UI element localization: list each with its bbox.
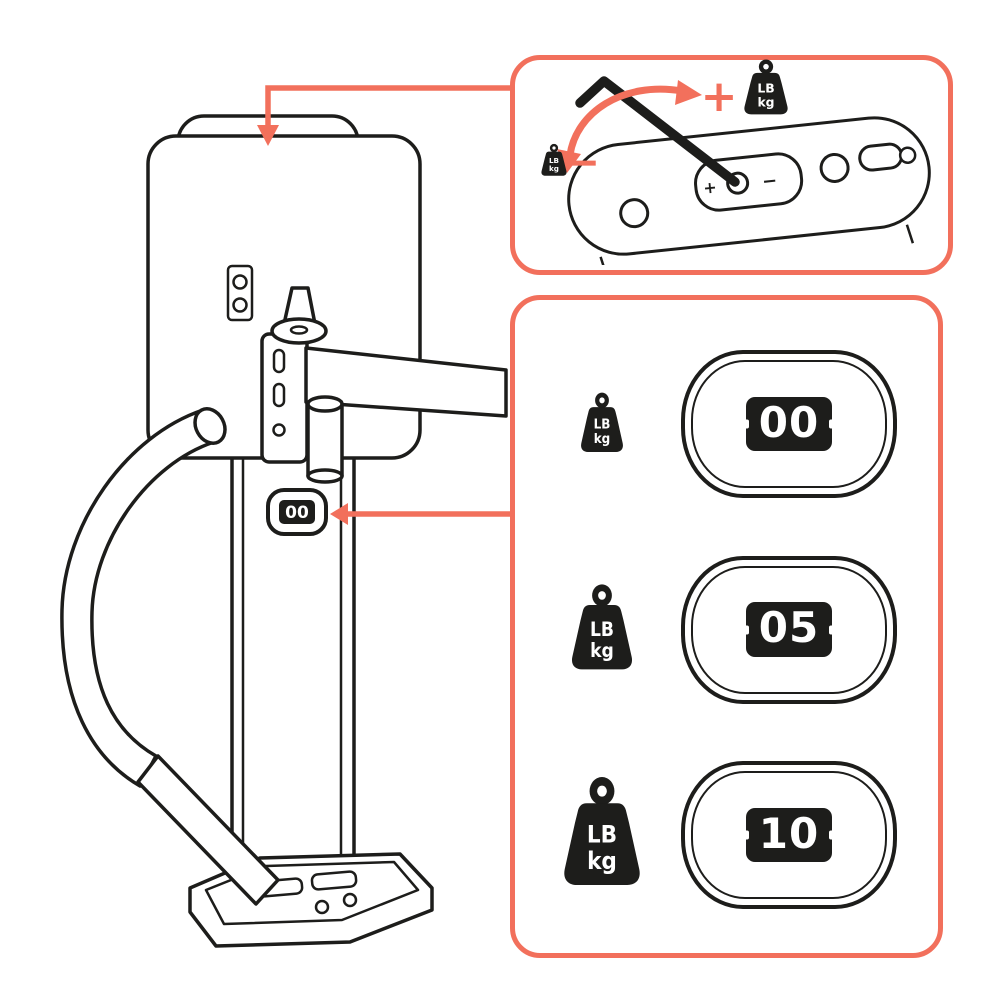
gauge-display: 00 — [681, 350, 897, 498]
gauge-display: 10 — [681, 761, 897, 909]
gauge-row-high: LB kg 10 — [523, 761, 934, 909]
weight-icon-large: LB kg — [564, 777, 640, 886]
vent-detail — [226, 264, 254, 322]
plate-slot — [858, 142, 904, 172]
plate-hole — [898, 146, 917, 164]
device-illustration: 00 — [60, 114, 508, 948]
hex-key-icon — [575, 76, 740, 187]
weight-kg-label: kg — [757, 94, 774, 109]
gauge-inner-ring — [691, 771, 887, 899]
weight-icon-small: LB kg — [541, 143, 567, 176]
gauge-inner-ring — [691, 565, 887, 694]
weight-indicator-value: 00 — [285, 503, 309, 523]
weight-lb-label: LB — [549, 156, 559, 165]
gauge-value: 05 — [758, 603, 820, 653]
arm-pivot — [270, 286, 328, 345]
gauge-display: 05 — [681, 555, 897, 704]
weight-icon-cell: LB kg — [523, 391, 681, 458]
weight-icon-medium: LB kg — [571, 583, 633, 669]
gauge-value-badge: 00 — [746, 396, 832, 452]
rotation-arrowhead-decrease — [557, 149, 581, 173]
gauge-inner-ring — [691, 360, 887, 488]
weight-icon-cell: LB kg — [523, 774, 681, 896]
weight-lb-label: LB — [590, 618, 614, 640]
rotation-arrowhead-increase — [675, 80, 702, 105]
weight-lb-label: LB — [757, 81, 774, 96]
weight-kg-label: kg — [590, 640, 614, 662]
weight-icon-large: LB kg — [744, 59, 788, 115]
weight-indicator — [266, 488, 328, 536]
adjustment-illustration: + − + LB kg − LB — [541, 59, 931, 265]
top-plate: + − — [567, 116, 931, 265]
tension-arm — [304, 346, 508, 418]
weight-lb-label: LB — [587, 821, 617, 849]
handle-lever — [60, 407, 280, 906]
plate-hole — [619, 198, 650, 229]
weight-kg-label: kg — [594, 430, 611, 446]
plate-plus-mark: + — [702, 177, 717, 197]
rotation-arrow-icon — [557, 80, 702, 173]
gauge-row-mid: LB kg 05 — [523, 555, 934, 704]
weight-kg-label: kg — [549, 164, 559, 173]
adjustment-callout: + − + LB kg − LB — [510, 55, 953, 275]
gauge-value-badge: 05 — [746, 602, 832, 657]
minus-sign: − — [564, 137, 601, 188]
weight-kg-label: kg — [587, 848, 617, 876]
handle-strut — [136, 754, 280, 906]
gauge-row-low: LB kg 00 — [523, 350, 934, 498]
gauge-value: 10 — [758, 808, 820, 858]
weight-icon-small: LB kg — [581, 392, 623, 452]
gauge-value: 00 — [758, 397, 820, 447]
arm-bracket — [260, 332, 309, 464]
plate-minus-mark: − — [761, 170, 778, 192]
gauge-value-badge: 10 — [746, 807, 832, 863]
arm-hinge — [306, 395, 344, 484]
weight-lb-label: LB — [594, 415, 611, 431]
gauge-callout: LB kg 00 LB kg 05 — [510, 295, 943, 958]
plate-hole — [819, 152, 850, 183]
plus-sign: + — [701, 71, 738, 122]
weight-icon-cell: LB kg — [523, 582, 681, 678]
